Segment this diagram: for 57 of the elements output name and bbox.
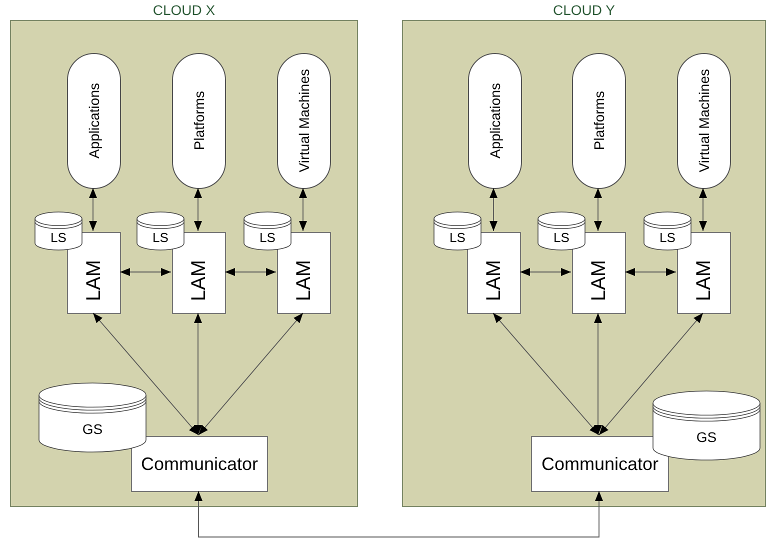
arrow: [194, 312, 202, 436]
arrow: [490, 188, 498, 232]
pill-label: Virtual Machines: [697, 69, 711, 173]
service-pill: [677, 53, 731, 189]
storage-label: LS: [554, 230, 570, 244]
arrow: [699, 188, 707, 232]
arrow: [198, 312, 304, 436]
communicator-box: [131, 436, 268, 492]
cloud-panel: [10, 20, 358, 507]
box-label: Communicator: [541, 455, 659, 473]
storage-label: LS: [152, 230, 168, 244]
storage-label: LS: [450, 230, 466, 244]
manager-box: [677, 232, 731, 314]
storage-label: GS: [696, 430, 717, 444]
manager-box: [172, 232, 226, 314]
box-label: LAM: [694, 260, 714, 302]
pill-label: Applications: [488, 83, 502, 159]
pill-label: Platforms: [592, 91, 606, 151]
arrow: [520, 268, 572, 276]
box-label: LAM: [84, 260, 104, 302]
arrow: [624, 268, 676, 276]
communicator-box: [531, 436, 669, 492]
service-pill: [172, 53, 226, 189]
pill-label: Platforms: [192, 91, 206, 151]
box-label: LAM: [589, 260, 609, 302]
box-label: LAM: [294, 260, 314, 302]
pill-label: Applications: [87, 83, 101, 159]
pill-label: Virtual Machines: [297, 69, 311, 173]
arrow: [89, 188, 97, 232]
cloud-panel: [402, 20, 766, 507]
manager-box: [67, 232, 121, 314]
storage-label: LS: [660, 230, 676, 244]
storage-label: GS: [82, 422, 103, 436]
arrow: [594, 188, 602, 232]
arrow: [92, 312, 199, 436]
arrow: [194, 490, 603, 538]
manager-box: [277, 232, 331, 314]
service-pill: [572, 53, 626, 189]
service-pill: [468, 53, 522, 189]
manager-box: [572, 232, 626, 314]
arrow: [594, 312, 602, 436]
arrow: [120, 268, 172, 276]
arrow: [224, 268, 276, 276]
arrow: [194, 188, 202, 232]
storage-label: LS: [260, 230, 276, 244]
box-label: Communicator: [140, 455, 258, 473]
box-label: LAM: [484, 260, 504, 302]
arrow: [598, 312, 704, 436]
cloud-heading: CLOUD Y: [553, 3, 615, 17]
arrow: [492, 312, 600, 436]
manager-box: [467, 232, 521, 314]
service-pill: [67, 53, 121, 189]
storage-label: LS: [50, 230, 66, 244]
cloud-heading: CLOUD X: [152, 3, 216, 17]
service-pill: [277, 53, 331, 189]
box-label: LAM: [189, 260, 209, 302]
arrow: [299, 188, 307, 232]
